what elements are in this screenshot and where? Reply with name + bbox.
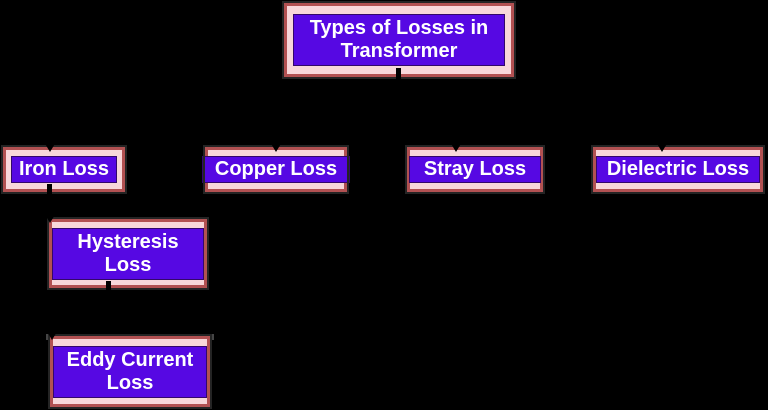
node-stray-loss: Stray Loss (405, 145, 545, 194)
node-iron-loss: Iron Loss (1, 145, 127, 194)
node-iron-loss-label: Iron Loss (10, 156, 117, 183)
connector-level2-horizontal (49, 111, 663, 114)
node-hysteresis-loss: Hysteresis Loss (47, 217, 209, 290)
node-copper-loss: Copper Loss (201, 145, 351, 194)
connector-to-stray (455, 112, 458, 147)
stub-hysteresis-bottom (106, 281, 111, 297)
connector-to-copper (275, 112, 278, 147)
stub-root-bottom (396, 68, 401, 86)
node-types-of-losses-label: Types of Losses in Transformer (293, 14, 505, 66)
connector-to-iron (49, 112, 52, 147)
stub-iron-bottom (47, 184, 52, 204)
node-eddy-current-loss-label: Eddy Current Loss (53, 345, 207, 398)
arrowhead-copper-top (270, 142, 282, 152)
node-stray-loss-label: Stray Loss (408, 156, 542, 183)
node-types-of-losses: Types of Losses in Transformer (282, 1, 516, 79)
arrowhead-eddy-top (46, 330, 58, 340)
node-eddy-current-loss: Eddy Current Loss (48, 334, 212, 409)
arrowhead-iron-top (44, 142, 56, 152)
node-hysteresis-loss-label: Hysteresis Loss (52, 227, 204, 280)
connector-hysteresis-to-eddy (107, 288, 110, 336)
node-dielectric-loss-label: Dielectric Loss (595, 156, 761, 183)
node-dielectric-loss: Dielectric Loss (591, 145, 765, 194)
node-copper-loss-label: Copper Loss (201, 156, 351, 183)
connector-root-down (397, 77, 400, 112)
arrowhead-hysteresis-top (44, 213, 56, 223)
connector-to-dielectric (661, 112, 664, 147)
arrowhead-dielectric-top (656, 142, 668, 152)
connector-iron-to-hysteresis (49, 192, 52, 219)
arrowhead-stray-top (450, 142, 462, 152)
